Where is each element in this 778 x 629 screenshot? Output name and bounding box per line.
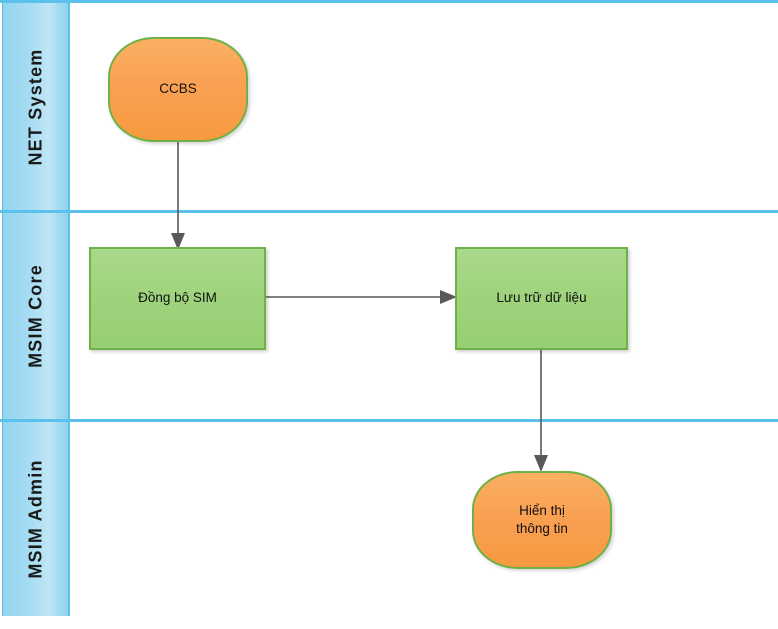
- lane-header-msim-admin[interactable]: MSIM Admin: [2, 422, 70, 616]
- node-dong-bo-sim-label: Đồng bộ SIM: [138, 290, 217, 306]
- diagram-top-border: [0, 0, 778, 3]
- lane-header-label-msim-admin: MSIM Admin: [25, 459, 45, 579]
- lane-header-label-msim-core: MSIM Core: [25, 264, 45, 368]
- lane-divider-1: [0, 210, 778, 213]
- node-hien-thi-thong-tin[interactable]: Hiển thị thông tin: [472, 471, 612, 569]
- lane-header-label-net-system: NET System: [25, 47, 45, 166]
- node-luu-tru-du-lieu[interactable]: Lưu trữ dữ liệu: [455, 247, 628, 350]
- node-luu-tru-du-lieu-label: Lưu trữ dữ liệu: [496, 290, 587, 306]
- node-hien-thi-thong-tin-label: Hiển thị thông tin: [516, 502, 568, 536]
- conn-ccbs-to-dong-bo-sim: [171, 140, 185, 250]
- lane-divider-2: [0, 419, 778, 422]
- conn-dong-bo-sim-to-luu-tru-du-lieu: [264, 290, 457, 304]
- conn-luu-tru-du-lieu-to-hien-thi-thong-tin: [534, 350, 548, 472]
- node-dong-bo-sim[interactable]: Đồng bộ SIM: [89, 247, 266, 350]
- node-ccbs[interactable]: CCBS: [108, 37, 248, 142]
- lane-header-net-system[interactable]: NET System: [2, 3, 70, 210]
- node-ccbs-label: CCBS: [159, 81, 197, 97]
- lane-header-msim-core[interactable]: MSIM Core: [2, 213, 70, 419]
